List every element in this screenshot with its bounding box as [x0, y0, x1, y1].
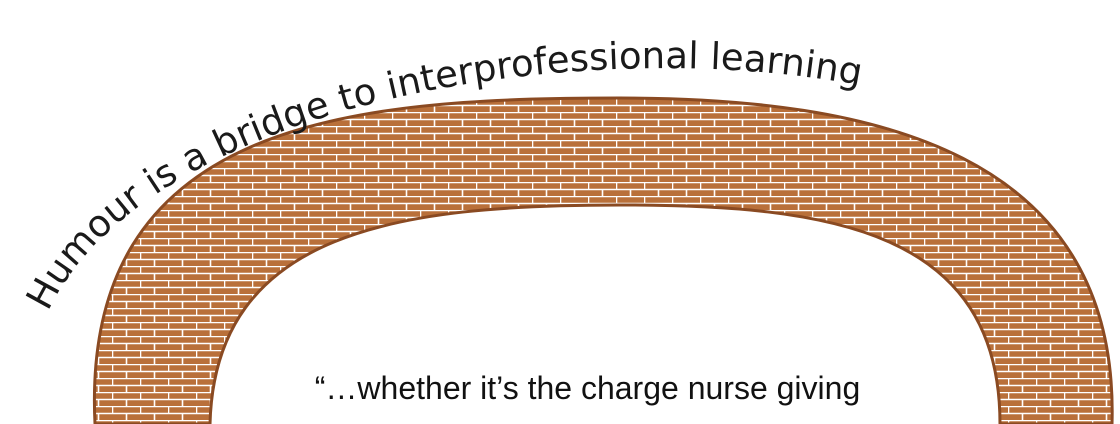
- quote-text: “…whether it’s the charge nurse giving: [0, 370, 1120, 407]
